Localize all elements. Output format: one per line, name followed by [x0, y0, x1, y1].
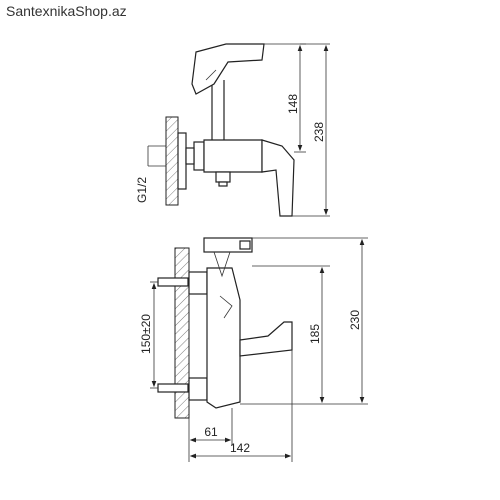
- mixer-body-top: [203, 139, 263, 173]
- wall-section-front: [174, 247, 190, 419]
- watermark: SantexnikaShop.az: [6, 3, 127, 19]
- lever-handle-top: [261, 139, 295, 217]
- dim-148: 148: [286, 94, 300, 114]
- eccentric-lower: [188, 377, 208, 401]
- eccentric-upper: [188, 271, 208, 295]
- dim-g12: G1/2: [135, 177, 149, 203]
- wall-flange-top: [177, 132, 187, 190]
- dim-230: 230: [348, 310, 362, 330]
- hex-nut-top: [193, 141, 205, 171]
- dim-142: 142: [230, 441, 250, 455]
- front-view: 150±20 185 230 61 142: [139, 237, 368, 462]
- outlet-spout: [239, 321, 293, 357]
- wall-section-top: [165, 116, 179, 206]
- dim-238: 238: [312, 122, 326, 142]
- top-view: 148 238 G1/2: [135, 43, 330, 217]
- mixer-body-front: [206, 267, 241, 409]
- dim-185: 185: [308, 324, 322, 344]
- dim-150: 150±20: [139, 314, 153, 354]
- hand-shower-top: [191, 43, 265, 95]
- dim-61: 61: [204, 425, 218, 439]
